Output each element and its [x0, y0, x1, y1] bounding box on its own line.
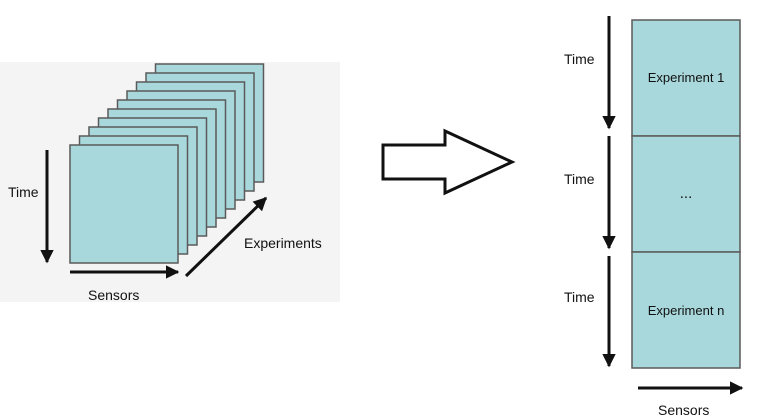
experiments-axis-label: Experiments	[244, 235, 322, 251]
experiment-sheet	[69, 144, 179, 264]
sensors-axis-label: Sensors	[658, 402, 709, 418]
experiment-block-label: Experiment n	[648, 303, 725, 318]
experiment-block-label: ...	[680, 185, 693, 202]
experiment-sheet-stack	[69, 63, 265, 264]
experiments-axis-arrow	[184, 196, 268, 278]
experiment-block	[631, 251, 741, 369]
experiment-block	[631, 19, 741, 137]
hollow-right-arrow-icon	[381, 128, 516, 196]
time-axis-label: Time	[8, 184, 39, 200]
time-axis-label: Time	[564, 289, 595, 305]
time-axis-label: Time	[564, 51, 595, 67]
experiment-block	[631, 135, 741, 253]
sensors-axis-label: Sensors	[88, 287, 139, 303]
unfolded-stack: Experiment 1 Time ... Time Experiment n …	[564, 16, 744, 418]
experiment-cube: Time Sensors Experiments	[0, 62, 340, 303]
time-axis-label: Time	[564, 171, 595, 187]
experiment-block-label: Experiment 1	[648, 70, 725, 85]
